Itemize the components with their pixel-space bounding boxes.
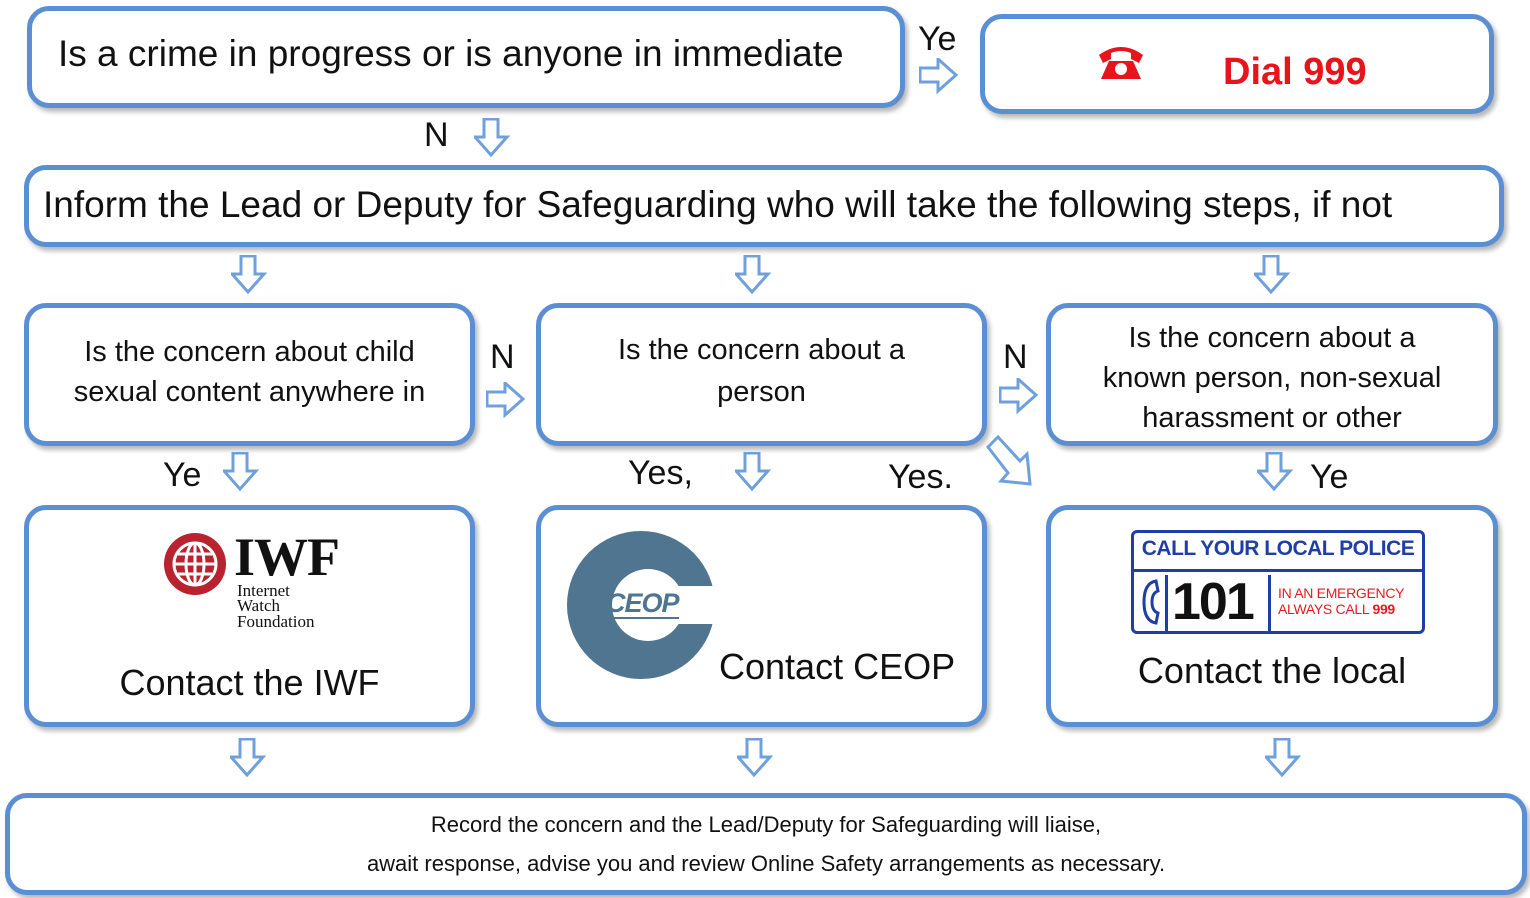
police-logo-always-call: ALWAYS CALL 999 <box>1278 601 1395 617</box>
iwf-logo: IWF Internet Watch Foundation <box>163 527 363 638</box>
contact-ceop-label: Contact CEOP <box>719 646 956 687</box>
arrow-down-to-q2 <box>735 255 770 294</box>
question-2-line-1: Is the concern about a <box>618 334 905 366</box>
arrow-down-iwf-to-record <box>230 738 265 777</box>
telephone-icon <box>1099 47 1143 79</box>
inform-lead-text: Inform the Lead or Deputy for Safeguardi… <box>43 184 1393 225</box>
yes-label-q1: Ye <box>163 456 202 494</box>
crime-question-text: Is a crime in progress or is anyone in i… <box>58 33 844 74</box>
dial-999-box: Dial 999 <box>980 14 1494 114</box>
arrow-down-to-q1 <box>231 255 266 294</box>
record-line-1: Record the concern and the Lead/Deputy f… <box>430 812 1102 837</box>
arrow-down-ceop-to-record <box>737 738 772 777</box>
yes-label-q2-police: Yes. <box>888 458 953 496</box>
arrow-right-to-dial <box>919 58 958 93</box>
record-concern-box: Record the concern and the Lead/Deputy f… <box>5 793 1527 895</box>
iwf-logo-internet: Internet <box>237 581 290 600</box>
globe-icon <box>164 533 226 595</box>
arrow-right-q2-to-q3 <box>999 378 1038 413</box>
question-3-line-3: harassment or other <box>1142 402 1402 434</box>
police-logo-always-call-text: ALWAYS CALL <box>1278 601 1369 617</box>
ceop-logo-text: CEOP <box>606 588 680 619</box>
police-logo-header: CALL YOUR LOCAL POLICE <box>1141 537 1415 560</box>
no-label-top: N <box>424 116 449 154</box>
yes-label-q2-ceop: Yes, <box>628 454 693 492</box>
crime-question-box: Is a crime in progress or is anyone in i… <box>27 6 905 108</box>
question-2-line-2: person <box>717 376 806 408</box>
inform-lead-box: Inform the Lead or Deputy for Safeguardi… <box>24 165 1504 247</box>
no-label-q2: N <box>1003 338 1028 376</box>
contact-police-label: Contact the local <box>1137 650 1407 691</box>
arrow-down-police-to-record <box>1265 738 1300 777</box>
dial-999-text: Dial 999 <box>1223 51 1367 93</box>
iwf-logo-watch: Watch <box>237 596 280 615</box>
arrow-diagonal-to-police <box>986 435 1032 486</box>
iwf-logo-title: IWF <box>234 527 340 587</box>
contact-police-box: CALL YOUR LOCAL POLICE 101 IN AN EMERGEN… <box>1046 505 1498 727</box>
question-person-box: Is the concern about a person <box>536 303 987 446</box>
question-3-line-2: known person, non-sexual <box>1102 362 1442 394</box>
no-label-q1: N <box>490 338 515 376</box>
yes-label-q3: Ye <box>1310 458 1349 496</box>
question-3-line-1: Is the concern about a <box>1128 322 1416 354</box>
arrow-down-to-ceop <box>735 452 770 491</box>
question-child-sexual-content-box: Is the concern about child sexual conten… <box>24 303 475 446</box>
record-line-2: await response, advise you and review On… <box>366 851 1166 876</box>
police-logo-always-call-number: 999 <box>1372 601 1395 617</box>
police-101-logo: CALL YOUR LOCAL POLICE 101 IN AN EMERGEN… <box>1131 530 1425 634</box>
police-logo-number: 101 <box>1172 573 1255 631</box>
question-1-line-2: sexual content anywhere in <box>73 376 426 408</box>
contact-iwf-box: IWF Internet Watch Foundation Contact th… <box>24 505 475 727</box>
arrow-down-to-iwf <box>223 452 258 491</box>
ceop-logo: CEOP <box>566 530 716 680</box>
police-logo-emergency-line: IN AN EMERGENCY <box>1278 585 1405 601</box>
iwf-logo-foundation: Foundation <box>237 612 315 631</box>
arrow-right-q1-to-q2 <box>486 382 525 417</box>
arrow-down-to-q3 <box>1254 255 1289 294</box>
yes-label-top: Ye <box>918 20 957 58</box>
arrow-down-to-police <box>1257 452 1292 491</box>
handset-icon <box>1142 579 1160 625</box>
contact-ceop-box: CEOP Contact CEOP <box>536 505 987 727</box>
question-known-person-box: Is the concern about a known person, non… <box>1046 303 1498 446</box>
contact-iwf-label: Contact the IWF <box>119 662 380 703</box>
arrow-down-to-inform <box>474 118 509 157</box>
question-1-line-1: Is the concern about child <box>84 336 415 368</box>
